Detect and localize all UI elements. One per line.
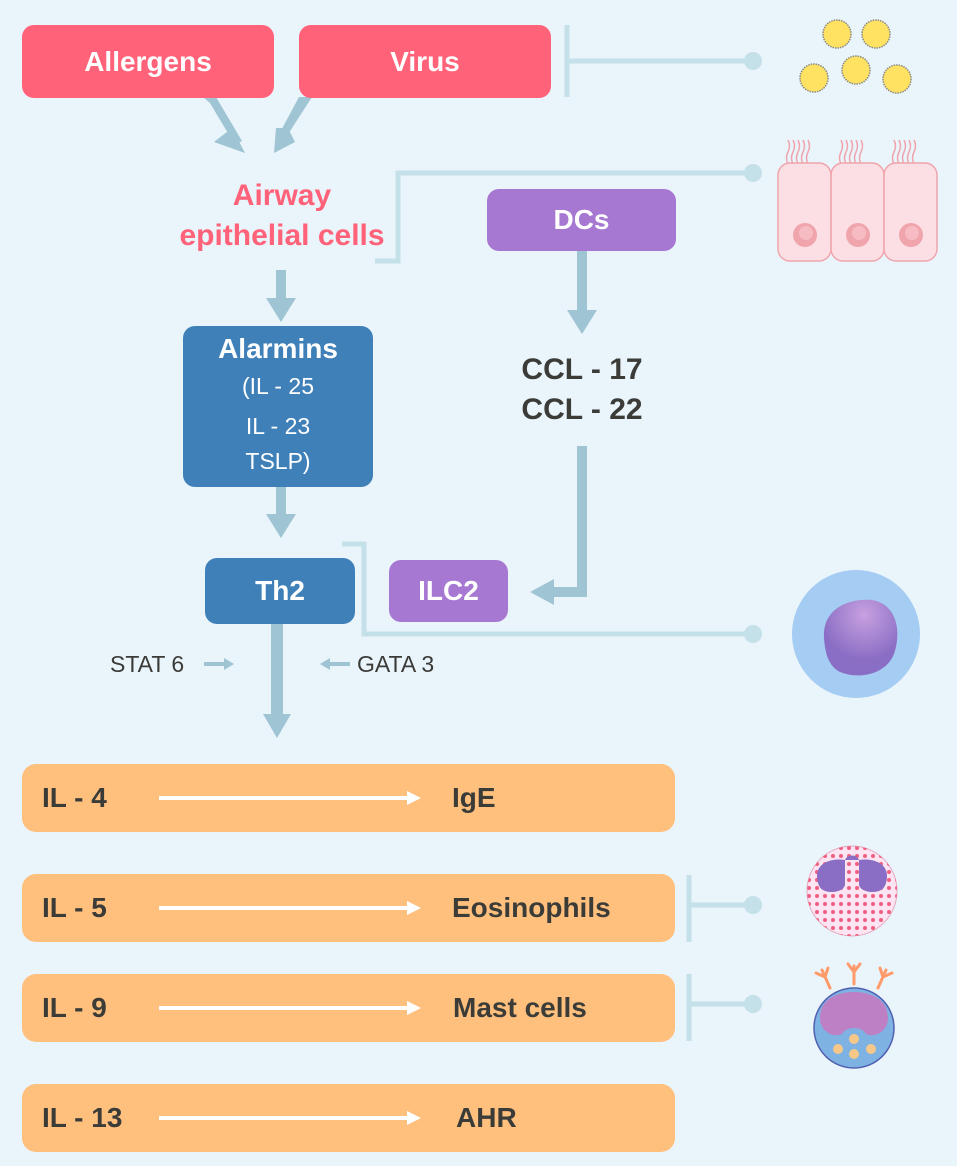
allergens-box: Allergens <box>22 25 274 98</box>
output-row-il9: IL - 9 Mast cells <box>22 974 675 1042</box>
output-row-il5: IL - 5 Eosinophils <box>22 874 675 942</box>
alarmins-title: Alarmins <box>218 333 338 364</box>
arrow-airway-to-alarmins <box>266 270 296 322</box>
virus-label: Virus <box>390 45 460 77</box>
arrow-dcs-to-ccl <box>567 251 597 334</box>
arrow-th2-to-outputs <box>263 624 291 738</box>
alarmin-item: (IL - 25 <box>241 373 314 399</box>
chemokine-ccl22: CCL - 22 <box>521 393 643 426</box>
arrow-right-icon <box>159 901 421 915</box>
airway-line1: Airway <box>232 179 332 212</box>
airway-line2: epithelial cells <box>179 219 385 252</box>
eosinophil-icon <box>806 845 898 937</box>
dcs-box: DCs <box>487 189 676 251</box>
cytokine-label: IL - 5 <box>42 892 107 923</box>
gata3-label: GATA 3 <box>357 651 435 677</box>
chemokines-label: CCL - 17 CCL - 22 <box>482 350 682 430</box>
epithelial-cells-icon <box>777 139 938 262</box>
connector-dot <box>744 896 762 914</box>
th2-box: Th2 <box>205 558 355 624</box>
alarmins-box: Alarmins (IL - 25 IL - 23 TSLP) <box>183 326 373 487</box>
connector-mastcells-to-icon <box>686 974 753 1041</box>
arrow-right-icon <box>159 1111 421 1125</box>
effect-label: Mast cells <box>453 992 587 1023</box>
mast-cell-icon <box>813 962 895 1069</box>
arrow-alarmins-to-th2 <box>266 486 296 538</box>
arrow-ccl-to-ilc2 <box>530 446 587 605</box>
connector-airway-to-epithelial-icon <box>375 170 753 264</box>
stat6-label: STAT 6 <box>110 651 185 677</box>
connector-ilc2-to-lymphocyte-icon <box>342 541 753 637</box>
cytokine-label: IL - 13 <box>42 1102 123 1133</box>
arrow-gata3 <box>320 658 350 670</box>
ilc2-box: ILC2 <box>389 560 508 622</box>
output-row-il4: IL - 4 IgE <box>22 764 675 832</box>
lymphocyte-icon <box>792 570 920 698</box>
allergens-label: Allergens <box>84 45 212 77</box>
effect-label: Eosinophils <box>452 892 611 923</box>
virus-box: Virus <box>299 25 551 98</box>
effect-label: AHR <box>456 1102 517 1133</box>
arrow-virus-to-airway <box>274 97 312 153</box>
effect-label: IgE <box>452 782 496 813</box>
cytokine-label: IL - 4 <box>42 782 107 813</box>
connector-triggers-to-virus-icon <box>564 25 753 97</box>
connector-eosinophils-to-icon <box>686 875 753 942</box>
chemokine-ccl17: CCL - 17 <box>521 353 643 386</box>
ilc2-label: ILC2 <box>418 575 479 606</box>
alarmin-item: TSLP) <box>245 448 311 474</box>
arrow-right-icon <box>159 791 421 805</box>
cytokine-label: IL - 9 <box>42 992 107 1023</box>
arrow-stat6 <box>204 658 234 670</box>
alarmin-item: IL - 23 <box>245 413 311 439</box>
connector-dot <box>744 52 762 70</box>
output-row-il13: IL - 13 AHR <box>22 1084 675 1152</box>
th2-label: Th2 <box>255 575 305 606</box>
connector-dot <box>744 164 762 182</box>
connector-dot <box>744 625 762 643</box>
arrow-right-icon <box>159 1001 421 1015</box>
connector-dot <box>744 995 762 1013</box>
virus-particles-icon <box>799 19 912 94</box>
dcs-label: DCs <box>553 204 610 235</box>
arrow-allergens-to-airway <box>203 97 245 153</box>
airway-epithelial-label: Airway epithelial cells <box>137 176 427 256</box>
